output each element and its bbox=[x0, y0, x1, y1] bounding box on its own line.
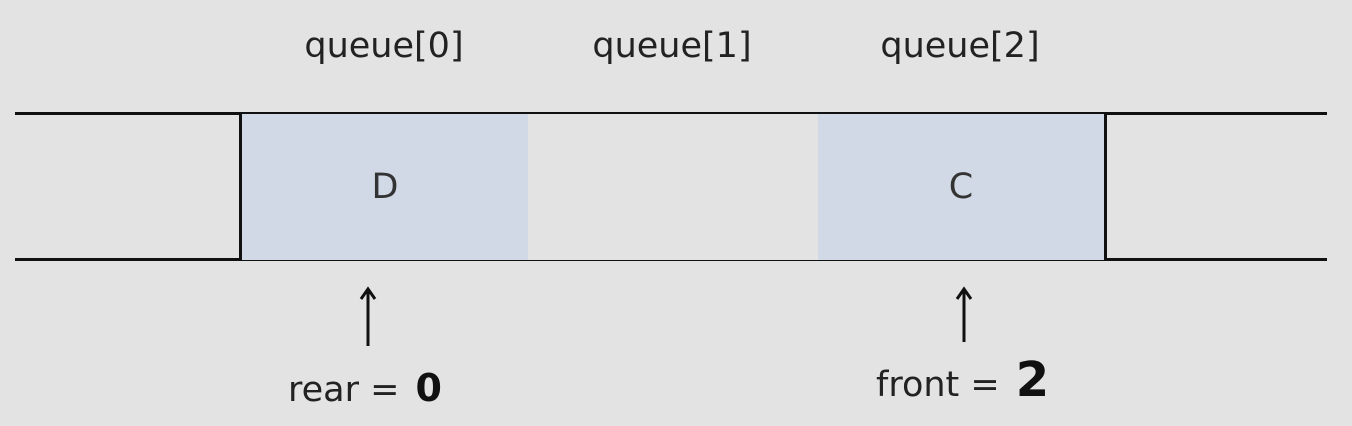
front-value: 2 bbox=[1015, 352, 1050, 408]
queue-cell-2-value: C bbox=[948, 167, 974, 207]
front-arrow-icon bbox=[955, 286, 973, 342]
front-label: front = bbox=[876, 365, 1000, 405]
rear-pointer: rear = 0 bbox=[288, 358, 442, 418]
queue-cell-2: C bbox=[815, 114, 1107, 260]
rear-arrow-icon bbox=[359, 286, 377, 346]
queue-cell-1-value bbox=[528, 114, 818, 260]
index-label-queue-2: queue[2] bbox=[880, 26, 1040, 66]
rear-value: 0 bbox=[415, 366, 442, 410]
rear-label: rear = bbox=[288, 370, 400, 410]
front-pointer: front = 2 bbox=[876, 350, 1049, 410]
index-label-queue-1: queue[1] bbox=[592, 26, 752, 66]
queue-cell-1 bbox=[528, 114, 818, 260]
queue-cell-0: D bbox=[239, 114, 531, 260]
queue-top-border bbox=[15, 112, 1327, 115]
queue-cell-0-value: D bbox=[371, 167, 399, 207]
index-label-queue-0: queue[0] bbox=[304, 26, 464, 66]
